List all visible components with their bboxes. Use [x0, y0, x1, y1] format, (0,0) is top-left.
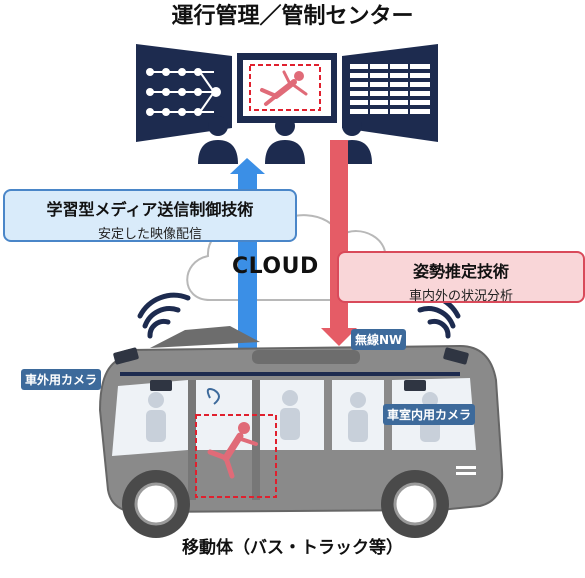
media-control-box: 学習型メディア送信制御技術 安定した映像配信: [3, 189, 297, 242]
interior-camera-tag: 車室内用カメラ: [383, 404, 476, 425]
pose-estimation-heading: 姿勢推定技術: [412, 262, 509, 281]
fall-detection-monitor-icon: [237, 53, 337, 123]
media-control-subtext: 安定した映像配信: [97, 227, 202, 242]
exterior-camera-tag: 車外用カメラ: [21, 369, 102, 390]
data-grid-monitor-icon: [342, 44, 438, 142]
pose-estimation-box: 姿勢推定技術 車内外の状況分析: [337, 251, 585, 304]
wireless-network-tag: 無線NW: [351, 329, 407, 350]
pose-estimation-subtext: 車内外の状況分析: [408, 289, 513, 304]
fall-detection-box: [195, 388, 277, 498]
cloud-label: CLOUD: [232, 254, 319, 279]
network-monitor-icon: [136, 44, 232, 142]
media-control-heading: 学習型メディア送信制御技術: [46, 200, 254, 219]
vehicle-caption: 移動体（バス・トラック等）: [182, 538, 403, 558]
page-title: 運行管理／管制センター: [171, 4, 414, 29]
camera-icon: [113, 347, 469, 391]
